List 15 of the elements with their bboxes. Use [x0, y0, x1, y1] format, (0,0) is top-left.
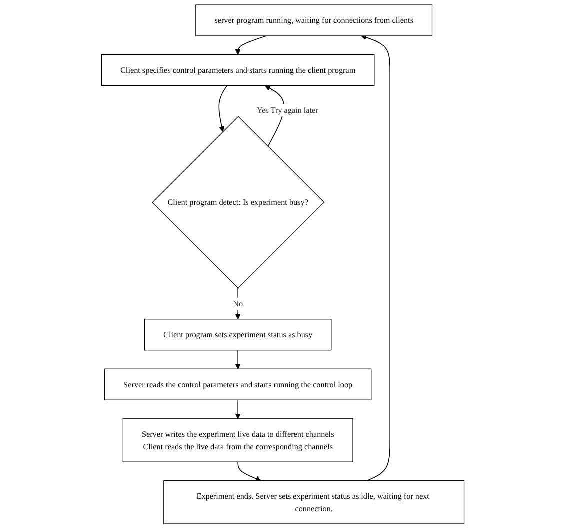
arrow: [361, 34, 390, 482]
arrow: [235, 400, 241, 420]
node-diamond: Client program detect: Is experiment busy?: [152, 116, 325, 289]
node-box: Experiment ends. Server sets experiment status as idle, waiting for next connection.: [164, 480, 465, 524]
edge-label: No: [233, 299, 244, 308]
arrow: [218, 85, 228, 132]
node-box: Server writes the experiment live data to different channels Client reads the live data from the corresponding channels: [122, 418, 354, 462]
node-box: Client specifies control parameters and starts running the client program: [101, 54, 375, 86]
arrow: [238, 462, 262, 482]
node-box: Server reads the control parameters and starts running the control loop: [104, 368, 372, 400]
edge-label: Yes Try again later: [257, 105, 318, 115]
arrow: [235, 36, 268, 55]
node-box: server program running, waiting for connections from clients: [196, 4, 433, 36]
arrow: [235, 350, 241, 370]
node-box: Client program sets experiment status as busy: [144, 319, 332, 351]
